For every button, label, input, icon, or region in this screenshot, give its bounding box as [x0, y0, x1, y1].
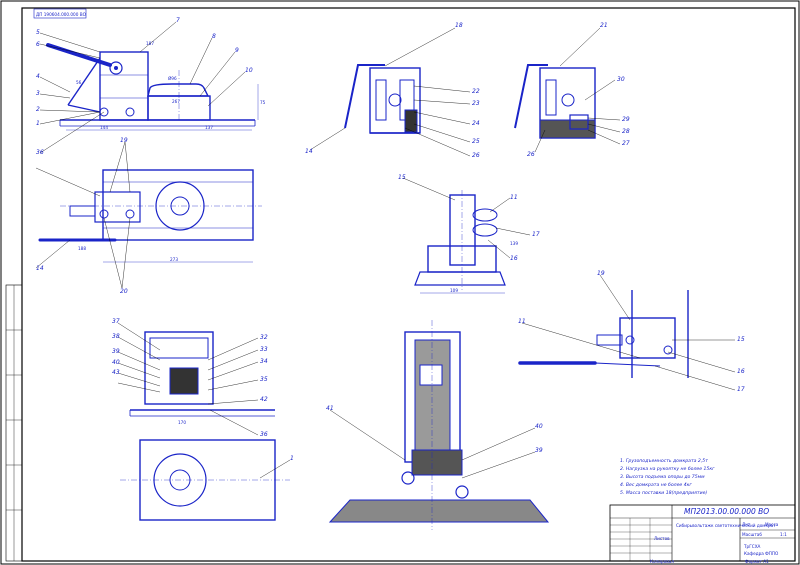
view-right-detail: 19 11 15 16 17: [518, 270, 745, 393]
callout-39b: 39: [535, 447, 543, 454]
callout-4: 4: [36, 73, 40, 80]
callout-40b: 40: [535, 423, 543, 430]
callout-7: 7: [176, 17, 180, 24]
callout-14: 14: [36, 265, 44, 272]
callout-26b: 26: [527, 151, 535, 158]
view-front: 144 137 75 187 Ø96 5 6 4 3 2 1 36 7 8 9: [36, 17, 266, 156]
doc-code: МП2013.00.00.000 ВО: [684, 507, 769, 516]
note-3: 3. Высота подъема опоры до 75мм: [620, 474, 705, 480]
callout-19: 19: [120, 137, 128, 144]
dim-137: 137: [205, 125, 213, 130]
callout-30: 30: [617, 76, 625, 83]
callout-38: 38: [112, 333, 120, 340]
callout-9: 9: [235, 47, 239, 54]
callout-15: 15: [398, 174, 406, 181]
dim-170: 170: [178, 420, 186, 425]
callout-11b: 11: [518, 318, 526, 325]
callout-3: 3: [36, 90, 40, 97]
callout-15b: 15: [737, 336, 745, 343]
note-5: 5. Масса поставки 18(предприятие): [620, 490, 707, 496]
view-side: 18 22 23 24 25 14 26: [305, 22, 480, 159]
dim-56: 56: [76, 80, 82, 85]
lit-label: Лит: [742, 522, 751, 527]
callout-24: 24: [472, 120, 480, 127]
technical-notes: 1. Грузоподъемность домкрата 2,5т 2. Наг…: [620, 458, 715, 496]
note-4: 4. Вес домкрата не более 4кг: [620, 482, 692, 488]
callout-10: 10: [245, 67, 253, 74]
view-mechanism: 109 139 15 11 17 16: [398, 174, 540, 294]
inner-frame: [21, 7, 796, 562]
mass-label: Масса: [765, 522, 779, 527]
scale-label: Масштаб: [742, 532, 762, 537]
view-center-section: 41 40 39: [326, 320, 550, 530]
view-lower-left: 170 37 38 39 40 43 32 33 34 35 42 3: [112, 318, 294, 521]
callout-11: 11: [510, 194, 518, 201]
callout-22: 22: [472, 88, 480, 95]
callout-2: 2: [36, 106, 40, 113]
callout-37: 37: [112, 318, 120, 325]
callout-19b: 19: [597, 270, 605, 277]
scale-value: 1:1: [780, 532, 787, 537]
callout-28: 28: [622, 128, 630, 135]
org-line-2: Кафедра ФППО: [744, 551, 779, 556]
callout-8: 8: [212, 33, 216, 40]
callout-33: 33: [260, 346, 268, 353]
callout-14b: 14: [305, 148, 313, 155]
note-1: 1. Грузоподъемность домкрата 2,5т: [620, 458, 708, 464]
callout-1b: 1: [290, 455, 294, 462]
format-label: Формат А1: [745, 559, 769, 564]
dim-188: 188: [78, 246, 86, 251]
callout-18: 18: [455, 22, 463, 29]
callout-26: 26: [472, 152, 480, 159]
callout-36: 36: [36, 149, 44, 156]
callout-17b: 17: [737, 386, 745, 393]
callout-35: 35: [260, 376, 268, 383]
callout-21: 21: [600, 22, 608, 29]
dim-109: 109: [450, 288, 458, 293]
sheets-label: Листов: [654, 536, 670, 541]
left-margin-stamp: [5, 284, 23, 562]
callout-1: 1: [36, 120, 40, 127]
callout-32: 32: [260, 334, 268, 341]
callout-6: 6: [36, 41, 40, 48]
callout-16b: 16: [737, 368, 745, 375]
dim-139: 139: [510, 241, 518, 246]
dim-ø96: Ø96: [168, 76, 177, 81]
callout-42: 42: [260, 396, 268, 403]
callout-34: 34: [260, 358, 268, 365]
org-line-1: ТрГСХА: [743, 544, 761, 549]
callout-20: 20: [120, 288, 128, 295]
top-stamp-text: ДП 190604.000.000 ВО: [36, 12, 87, 17]
drawing-title: Сибирьвольтажк светотехнический домкрат: [676, 523, 776, 528]
dim-75: 75: [260, 100, 266, 105]
copy-label: Копировал: [650, 559, 674, 564]
callout-5: 5: [36, 29, 40, 36]
callout-36b: 36: [260, 431, 268, 438]
title-block: МП2013.00.00.000 ВО Сибирьвольтажк свето…: [609, 504, 796, 564]
dim-273: 273: [170, 257, 178, 262]
note-2: 2. Нагрузка на рукоятку не более 15кг: [620, 466, 715, 472]
callout-29: 29: [622, 116, 630, 123]
view-section: 21 30 26 29 28 27: [514, 22, 630, 158]
view-top: 273 188 19 20 14: [35, 137, 262, 295]
callout-16: 16: [510, 255, 518, 262]
dim-144: 144: [100, 125, 108, 130]
callout-43: 43: [112, 369, 120, 376]
callout-41: 41: [326, 405, 334, 412]
callout-39: 39: [112, 348, 120, 355]
top-stamp-box: [33, 8, 87, 19]
callout-27: 27: [622, 140, 630, 147]
callout-40: 40: [112, 359, 120, 366]
callout-23: 23: [472, 100, 480, 107]
dim-267: 267: [172, 99, 180, 104]
callout-25: 25: [472, 138, 480, 145]
callout-17: 17: [532, 231, 540, 238]
